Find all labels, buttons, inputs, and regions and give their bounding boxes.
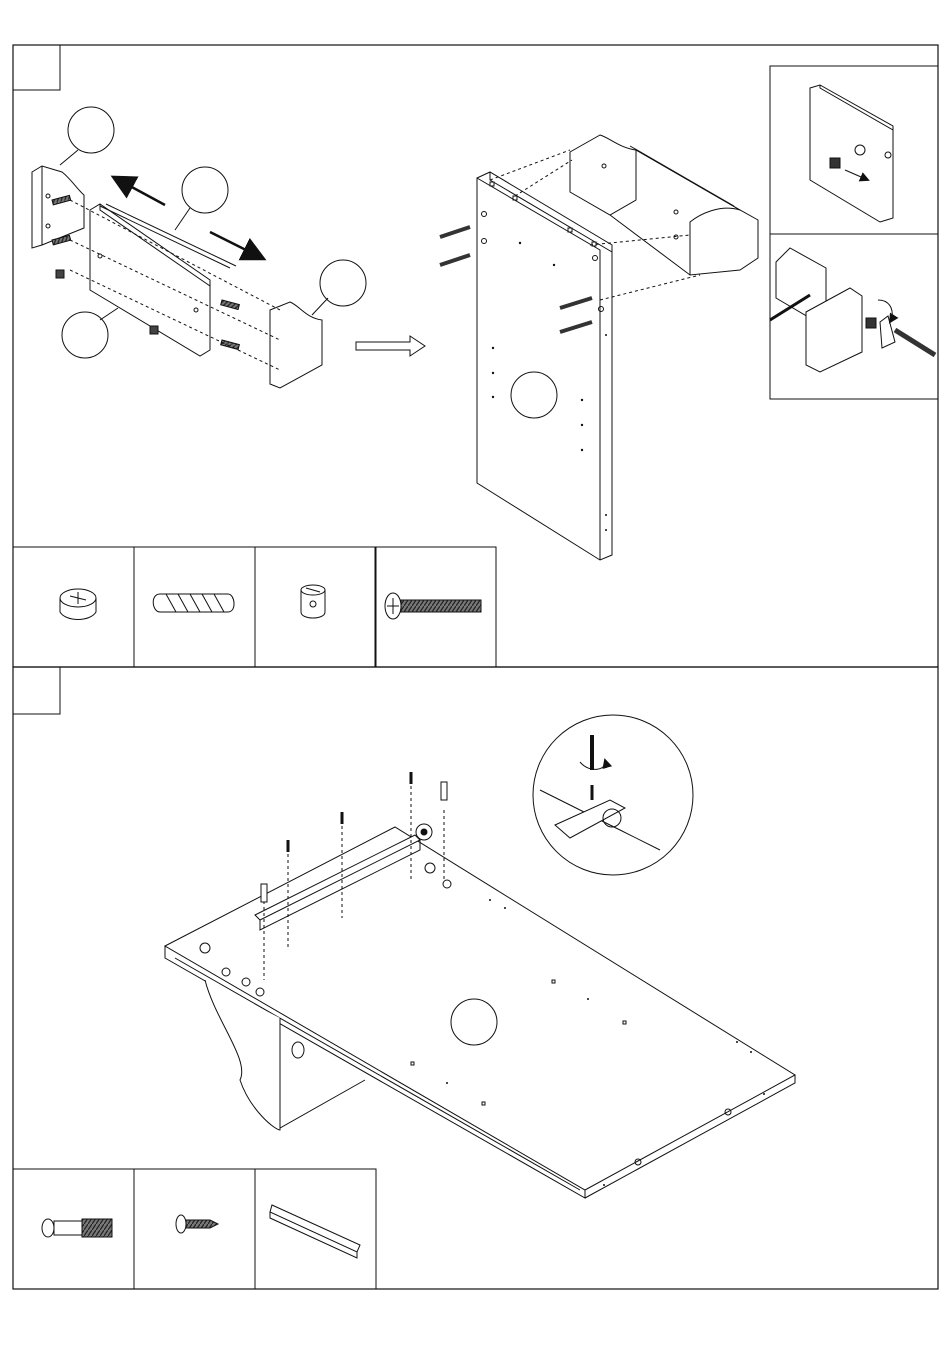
cam-lock-icon: [830, 158, 840, 168]
cabinet-board: [165, 827, 795, 1198]
step-1-number-box: [13, 45, 60, 90]
next-step-arrow-icon: [356, 336, 425, 356]
step-1-frame: [13, 45, 938, 667]
connector-bolt-icon: [385, 593, 481, 619]
push-arrow-icon: [210, 232, 262, 258]
cam-bolt-icon: [261, 884, 267, 902]
wooden-dowel-icon: [153, 594, 234, 612]
dowel-icon: [221, 340, 240, 349]
back-rail-panel: [90, 204, 239, 356]
barrel-nut-icon: [301, 585, 325, 618]
step-1-hardware-legend: [13, 547, 496, 667]
detail-cam-lock: [770, 66, 938, 234]
cam-bolt-icon: [42, 1219, 112, 1237]
cam-bolt-icon: [441, 782, 447, 800]
detail-runner-screw: [533, 715, 693, 875]
wood-screw-icon: [176, 1215, 218, 1233]
cam-lock-icon: [150, 326, 158, 334]
right-side-panel: [270, 302, 322, 388]
cam-lock-icon: [60, 589, 96, 620]
screwdriver-icon: [895, 330, 935, 355]
step-2-number-box: [13, 667, 60, 714]
drawer-runner-icon: [270, 1205, 360, 1258]
large-back-panel: [477, 172, 612, 560]
push-arrow-icon: [115, 178, 165, 205]
dowel-icon: [221, 300, 240, 309]
left-side-panel: [32, 166, 84, 278]
step-2-hardware-legend: [13, 1169, 376, 1289]
cam-lock-icon: [56, 270, 64, 278]
detail-bolt-screwdriver: [770, 234, 938, 399]
